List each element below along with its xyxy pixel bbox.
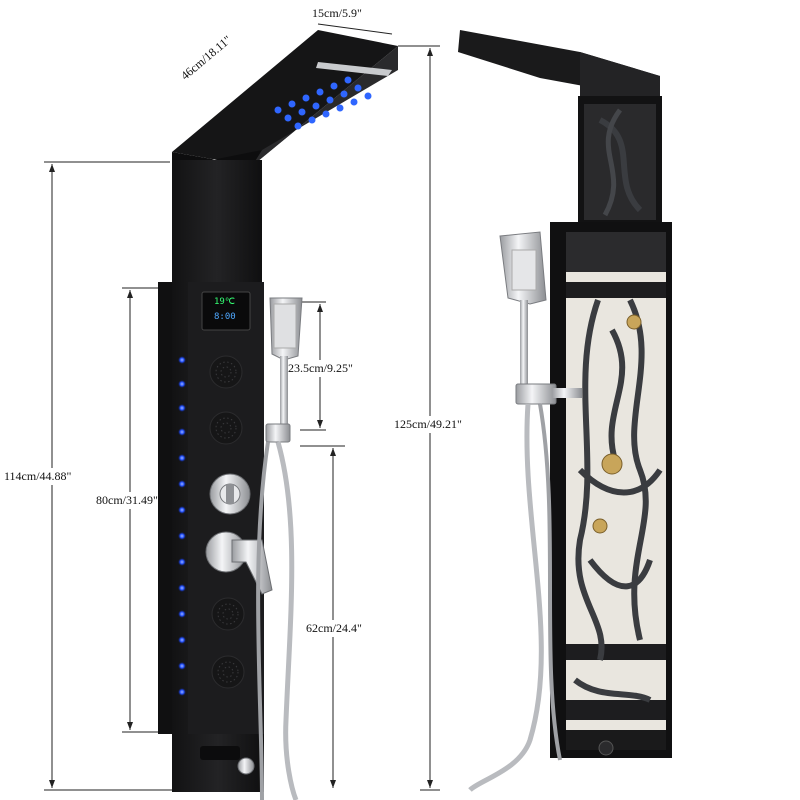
display-clock: 8:00 (214, 312, 236, 322)
shower-hose (275, 441, 299, 800)
rainfall-head (172, 30, 398, 166)
front-shower-panel (158, 30, 398, 800)
massage-jet (211, 597, 245, 631)
rain-nozzles (274, 76, 372, 130)
dimension-total-height: 125cm/49.21" (394, 416, 462, 433)
display-temperature: 19℃ (214, 297, 235, 307)
diverter-knob (209, 473, 251, 515)
brass-valve (601, 453, 623, 475)
digital-display (201, 291, 251, 331)
tub-spout (200, 746, 255, 775)
led-strip (178, 356, 186, 696)
dimension-handheld: 23.5cm/9.25" (288, 360, 353, 377)
massage-jet (209, 411, 243, 445)
massage-jet (211, 655, 245, 689)
dimension-height-114: 114cm/44.88" (4, 468, 72, 485)
massage-jet (209, 355, 243, 389)
dimension-lower-height: 62cm/24.4" (306, 620, 362, 637)
internal-pipes (573, 298, 663, 703)
dimension-arrows (49, 48, 433, 788)
back-shower-panel (458, 30, 672, 792)
dimension-head-width: 15cm/5.9" (312, 6, 362, 20)
mixer-lever (205, 531, 273, 595)
dimension-panel-height: 80cm/31.49" (96, 492, 158, 509)
hand-shower-back (499, 231, 582, 405)
